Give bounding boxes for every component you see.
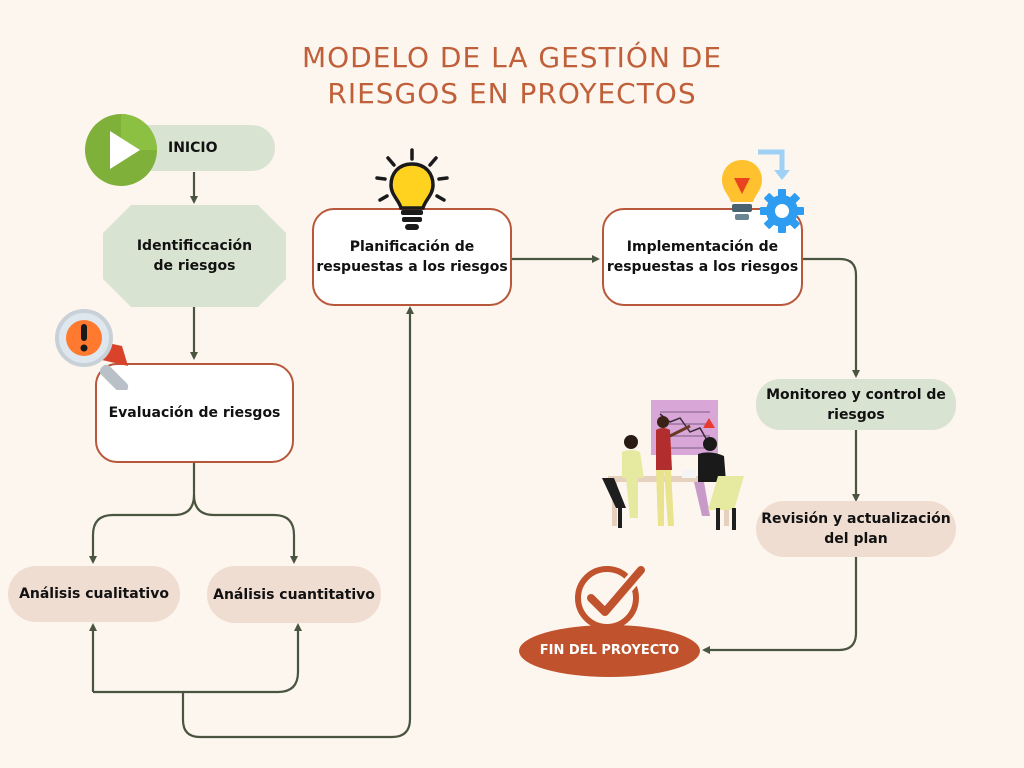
node-fin-label: FIN DEL PROYECTO [539,643,680,658]
node-implementacion-line2: respuestas a los riesgos [606,259,799,275]
node-revision-line1: Revisión y actualización [761,511,951,527]
node-fin-proyecto: FIN DEL PROYECTO [519,625,700,677]
title-line-1: MODELO DE LA GESTIÓN DE [301,41,723,74]
node-monitoreo: Monitoreo y control de riesgos [756,379,956,430]
node-evaluacion: Evaluación de riesgos [95,363,294,463]
warning-magnifier-icon [55,309,129,390]
node-revision: Revisión y actualización del plan [756,501,956,557]
node-revision-line2: del plan [824,531,888,547]
node-implementacion-line1: Implementación de [626,239,779,255]
checkmark-icon [575,563,648,630]
title-line-2: RIESGOS EN PROYECTOS [327,77,697,110]
connector-implementacion-monitoreo [803,257,860,378]
node-evaluacion-label: Evaluación de riesgos [108,405,281,421]
node-identificacion: Identificcación de riesgos [103,205,286,307]
node-analisis-cuantitativo: Análisis cuantitativo [207,566,381,623]
connector-cuantitativo-loop [93,623,302,694]
node-analisis-cualitativo: Análisis cualitativo [8,566,180,622]
bulb-gear-icon [722,149,804,233]
node-identificacion-line2: de riesgos [153,258,236,274]
node-identificacion-line1: Identificcación [136,238,253,254]
node-planificacion-line1: Planificación de [349,239,475,255]
connector-evaluacion-cuantitativo [192,494,298,564]
node-monitoreo-line1: Monitoreo y control de [766,386,946,403]
node-monitoreo-line2: riesgos [827,406,885,423]
connector-analisis-planificacion [181,306,414,739]
node-cualitativo-label: Análisis cualitativo [19,586,169,602]
node-planificacion-line2: respuestas a los riesgos [316,259,508,275]
node-inicio-label: INICIO [168,140,218,156]
play-icon [85,114,157,186]
lightbulb-icon [375,148,449,230]
node-cuantitativo-label: Análisis cuantitativo [213,586,375,603]
team-meeting-illustration [602,400,744,530]
node-identificacion-shape [103,205,286,307]
connector-evaluacion-split [89,462,196,564]
diagram-title: MODELO DE LA GESTIÓN DE RIESGOS EN PROYE… [0,40,1024,112]
connector-revision-fin [702,557,858,654]
